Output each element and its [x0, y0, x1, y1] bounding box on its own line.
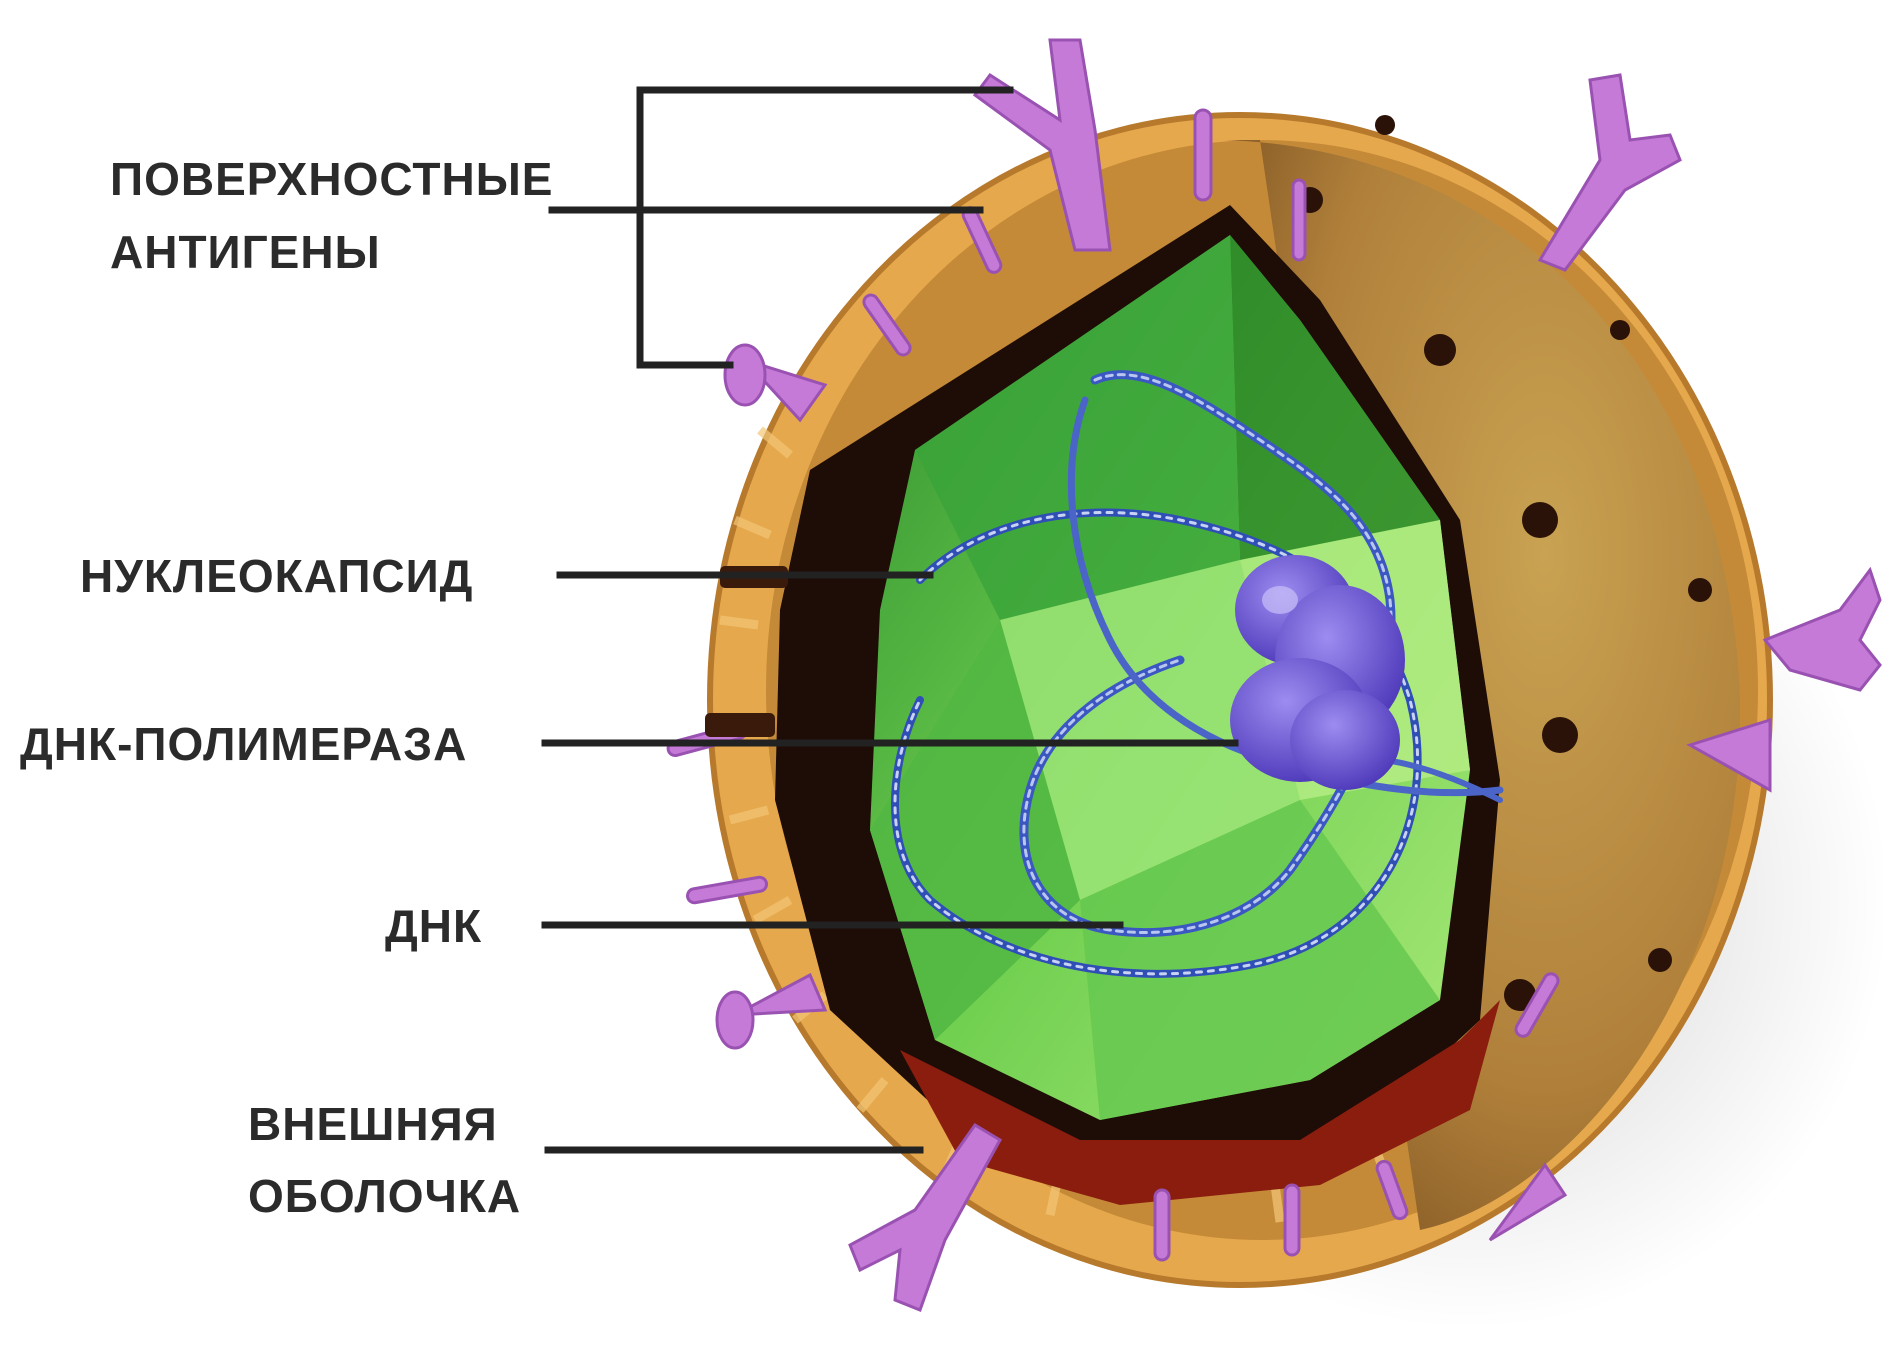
label-surface-antigens-line1: ПОВЕРХНОСТНЫЕ — [110, 153, 553, 205]
label-dna: ДНК — [385, 900, 482, 952]
label-nucleocapsid: НУКЛЕОКАПСИД — [80, 550, 473, 602]
label-dna-polymerase: ДНК-ПОЛИМЕРАЗА — [20, 718, 467, 770]
label-outer-envelope-line1: ВНЕШНЯЯ — [248, 1098, 498, 1150]
label-surface-antigens-line2: АНТИГЕНЫ — [110, 226, 381, 278]
label-outer-envelope-line2: ОБОЛОЧКА — [248, 1170, 521, 1222]
labels: ПОВЕРХНОСТНЫЕ АНТИГЕНЫ НУКЛЕОКАПСИД ДНК-… — [20, 153, 553, 1222]
